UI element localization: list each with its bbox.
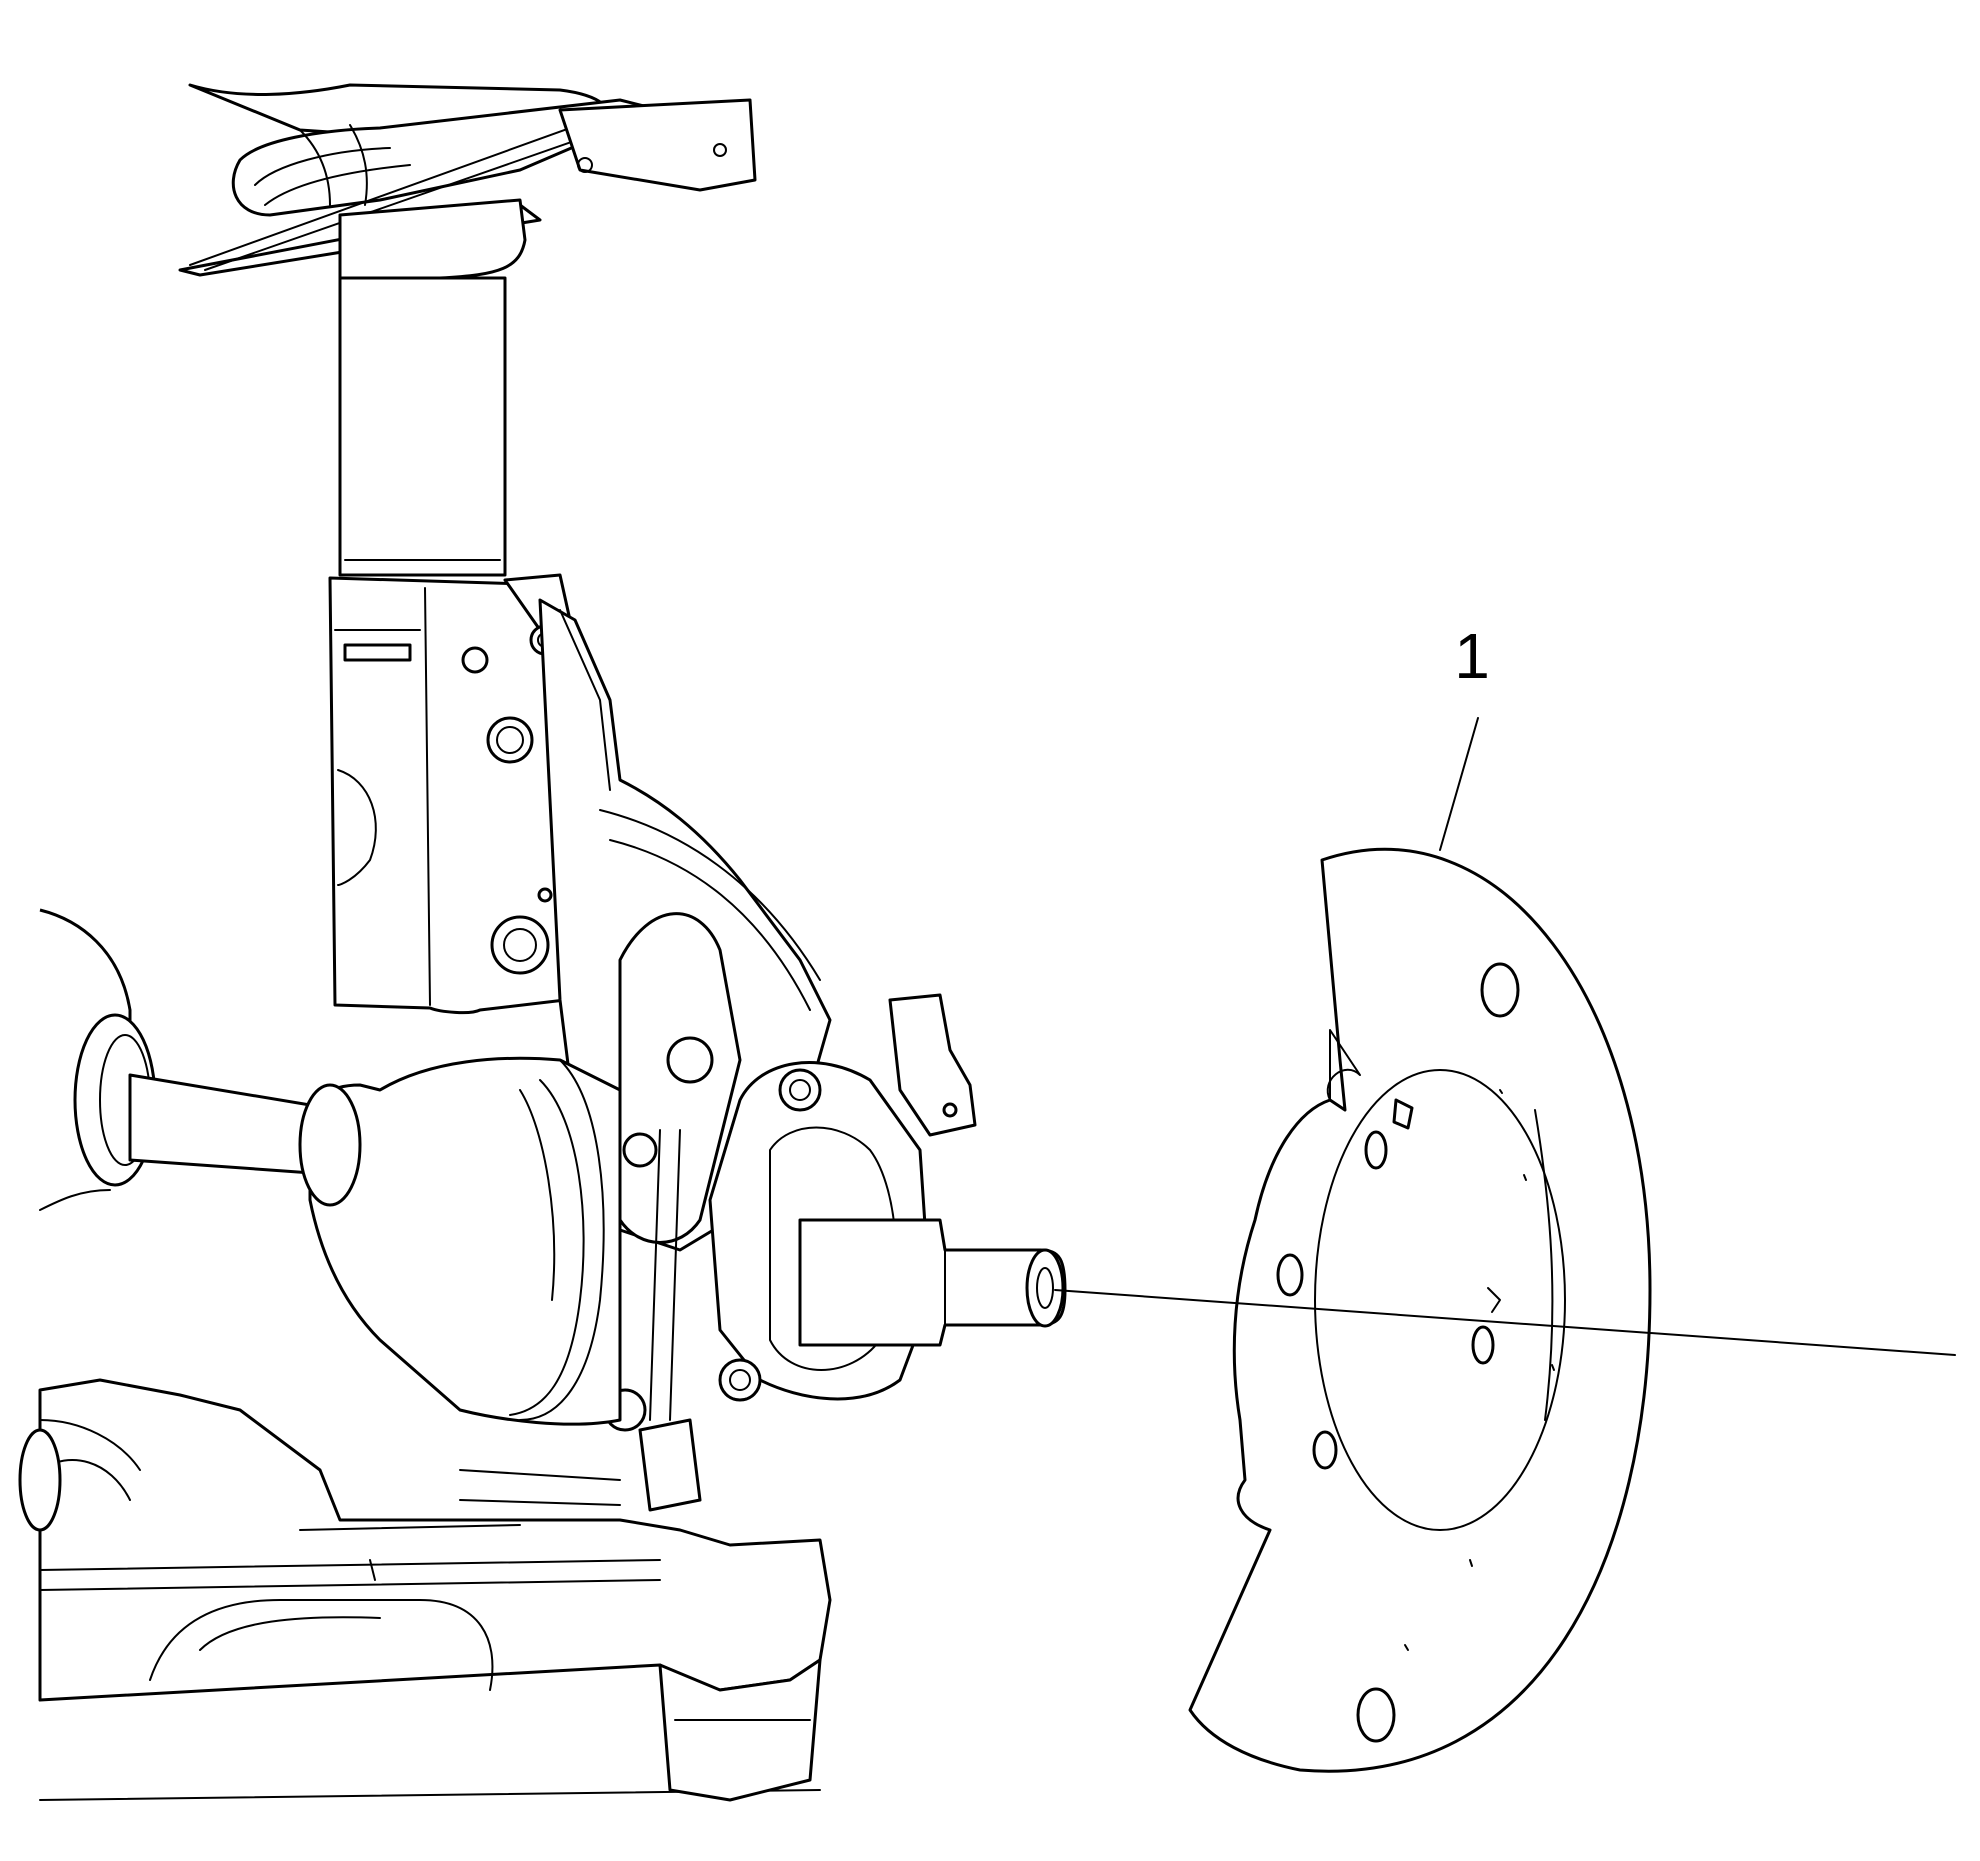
lower-control-arm	[18, 1378, 832, 1802]
callout-leader-line	[1439, 717, 1479, 851]
strut-assembly	[178, 83, 757, 1015]
callout-1: 1	[1439, 620, 1490, 851]
drive-axle	[39, 908, 622, 1426]
splash-shield	[1188, 847, 1652, 1773]
assembly-centerline	[1054, 1289, 1956, 1356]
callout-label: 1	[1454, 620, 1490, 692]
